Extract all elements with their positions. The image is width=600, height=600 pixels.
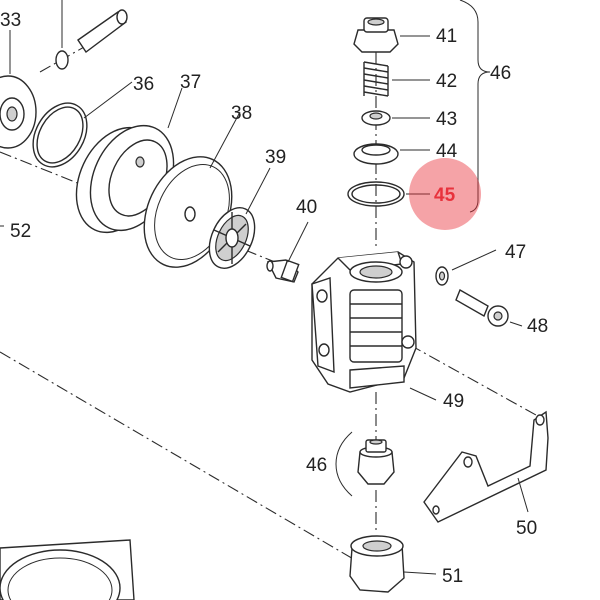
- label-39: 39: [265, 147, 286, 168]
- label-37: 37: [180, 72, 201, 93]
- label-43: 43: [436, 109, 457, 130]
- part-39-drawing: [208, 207, 256, 269]
- part-36-drawing: [32, 102, 88, 168]
- label-52: 52: [10, 221, 31, 242]
- label-38: 38: [231, 103, 252, 124]
- part-42-drawing: [363, 61, 389, 97]
- label-44: 44: [436, 141, 458, 162]
- label-33: 33: [0, 10, 21, 31]
- part-37-drawing: [75, 124, 175, 234]
- label-42: 42: [436, 71, 457, 92]
- label-40: 40: [296, 197, 317, 218]
- label-46-bottom: 46: [306, 455, 327, 476]
- part-40-drawing: [266, 259, 300, 283]
- part-52-drawing: [0, 539, 135, 600]
- label-47: 47: [505, 242, 526, 263]
- part-labels: 33 36 37 38 39 40 41 42 43 44 45 46 47 4…: [0, 10, 548, 587]
- label-51: 51: [442, 566, 463, 587]
- part-47-drawing: [435, 266, 449, 286]
- part-51-drawing: [349, 535, 405, 593]
- label-46-top: 46: [490, 63, 511, 84]
- label-49: 49: [443, 391, 464, 412]
- part-48-drawing: [455, 288, 509, 327]
- part-41-drawing: [353, 17, 399, 53]
- clip-ring-drawing: [55, 50, 69, 70]
- leader-lines: [0, 0, 529, 575]
- highlight-marker: [409, 158, 481, 230]
- label-48: 48: [527, 316, 548, 337]
- label-45: 45: [434, 185, 456, 206]
- label-41: 41: [436, 26, 457, 47]
- part-46-bottom-drawing: [357, 439, 395, 485]
- label-50: 50: [516, 518, 537, 539]
- pin-drawing: [77, 9, 128, 54]
- part-33-drawing: [0, 75, 37, 149]
- part-45-drawing: [347, 181, 405, 207]
- part-50-drawing: [423, 410, 549, 523]
- part-43-drawing: [361, 110, 391, 126]
- part-44-drawing: [353, 143, 399, 165]
- label-36: 36: [133, 74, 154, 95]
- part-49-drawing: [311, 251, 417, 393]
